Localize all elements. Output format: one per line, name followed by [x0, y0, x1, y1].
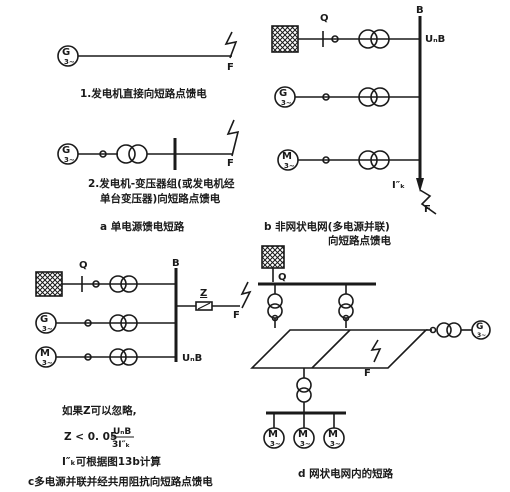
short-circuit-bolt-icon [224, 31, 238, 59]
panel-a-item2-line1: 2.发电机-变压器组(或发电机经 [88, 177, 235, 190]
grid-network-icon [35, 271, 63, 297]
motor-icon [323, 427, 345, 449]
panel-c-caption: c多电源并联并经共用阻抗向短路点馈电 [28, 475, 213, 488]
breaker-icon [84, 353, 92, 361]
transformer-icon [338, 293, 354, 319]
three-phase-label: 3~ [64, 58, 75, 66]
transformer-icon [358, 87, 390, 107]
condition-note: 如果Z可以忽略, [62, 404, 137, 417]
transformer-icon [109, 314, 138, 332]
switch-q-label: Q [278, 272, 287, 283]
three-phase-label: 3~ [477, 332, 486, 339]
switch-q-label: Q [320, 13, 329, 24]
transformer-icon [267, 293, 283, 319]
panel-c: Q B Z F G 3~ M 3~ [28, 258, 252, 488]
breaker-icon [84, 319, 92, 327]
formula-denominator: 3I″ₖ [112, 440, 130, 450]
mesh-network [250, 329, 428, 369]
generator-label: G [62, 47, 70, 58]
formula-numerator: UₙB [113, 427, 131, 437]
panel-a-caption: a 单电源馈电短路 [100, 220, 185, 233]
transformer-icon [109, 275, 138, 293]
generator-label: G [279, 88, 287, 99]
panel-b: Q B UₙB G 3~ M 3~ I″ₖ [264, 5, 445, 247]
fault-label-f: F [364, 368, 371, 379]
three-phase-label: 3~ [300, 440, 311, 448]
transformer-icon [358, 29, 390, 49]
generator-label: G [62, 145, 70, 156]
panel-a: G 3~ F 1.发电机直接向短路点馈电 G 3~ F 2.发电机-变压器组(或… [57, 31, 240, 233]
voltage-label: UₙB [182, 353, 202, 364]
breaker-icon [322, 93, 330, 101]
motor-label: M [268, 429, 278, 440]
three-phase-label: 3~ [42, 359, 53, 367]
impedance-slash [197, 302, 211, 310]
current-arrow-icon [416, 178, 424, 192]
voltage-label: UₙB [425, 34, 445, 45]
grid-network-icon [271, 25, 299, 53]
fault-label-f: F [227, 158, 234, 169]
breaker-icon [342, 314, 350, 322]
breaker-icon [322, 156, 330, 164]
transformer-icon [358, 150, 390, 170]
breaker-icon [99, 150, 107, 158]
generator-label: G [476, 322, 483, 332]
bus-label-b: B [416, 5, 424, 16]
motor-icon [293, 427, 315, 449]
three-phase-label: 3~ [330, 440, 341, 448]
breaker-icon [331, 35, 339, 43]
calculation-note: I″ₖ可根据图13b计算 [62, 455, 161, 468]
breaker-icon [271, 314, 279, 322]
transformer-icon [109, 348, 138, 366]
mesh-branch [311, 329, 351, 369]
panel-a-item1: 1.发电机直接向短路点馈电 [80, 87, 207, 100]
generator-icon [471, 320, 491, 340]
panel-d: Q G 3~ F [250, 245, 491, 480]
transformer-icon [116, 144, 148, 164]
three-phase-label: 3~ [284, 162, 295, 170]
fault-label-f: F [233, 310, 240, 321]
three-phase-label: 3~ [270, 440, 281, 448]
motor-icon [263, 427, 285, 449]
motor-label: M [282, 151, 292, 162]
panel-d-caption: d 网状电网内的短路 [298, 467, 394, 480]
switch-q-label: Q [79, 260, 88, 271]
motor-label: M [298, 429, 308, 440]
three-phase-label: 3~ [281, 99, 292, 107]
breaker-icon [92, 280, 100, 288]
short-circuit-bolt-icon [419, 189, 437, 215]
formula-left: Z < 0. 05 [64, 431, 117, 443]
bus-label-b: B [172, 258, 180, 269]
motor-label: M [328, 429, 338, 440]
short-circuit-bolt-icon [240, 281, 252, 309]
transformer-icon [436, 322, 462, 338]
breaker-icon [429, 326, 437, 334]
generator-label: G [40, 314, 48, 325]
fault-label-f: F [424, 204, 431, 215]
panel-b-caption-line2: 向短路点馈电 [328, 234, 391, 247]
fault-label-f: F [227, 62, 234, 73]
three-phase-label: 3~ [42, 325, 53, 333]
panel-b-caption-line1: b 非网状电网(多电源并联) [264, 220, 390, 233]
current-label: I″ₖ [392, 180, 405, 191]
short-circuit-bolt-icon [226, 119, 240, 157]
panel-a-item2-line2: 单台变压器)向短路点馈电 [100, 192, 221, 205]
transformer-icon [296, 377, 312, 403]
three-phase-label: 3~ [64, 156, 75, 164]
motor-label: M [40, 348, 50, 359]
impedance-z-label: Z [200, 288, 207, 299]
grid-network-icon [261, 245, 285, 269]
short-circuit-bolt-icon [370, 339, 382, 363]
